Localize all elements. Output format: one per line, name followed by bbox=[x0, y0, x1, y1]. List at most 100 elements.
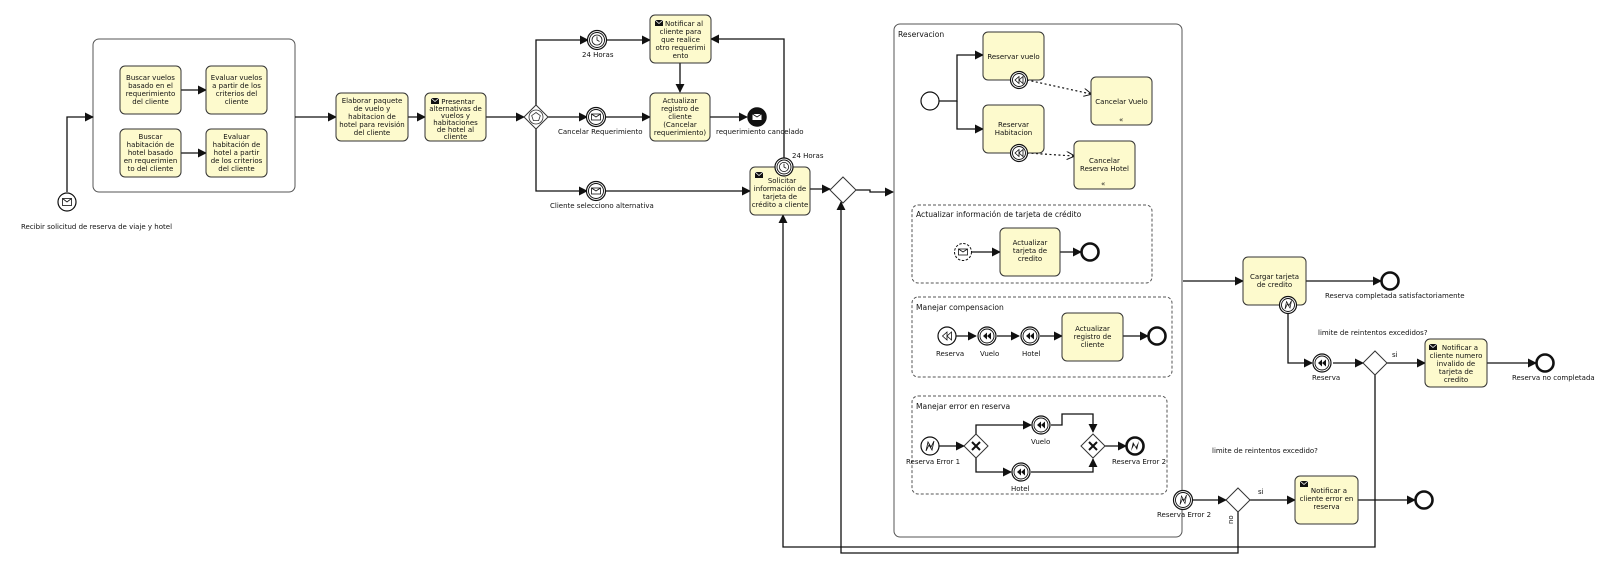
rewind-icon bbox=[1037, 421, 1045, 429]
svg-text:Cancelar Vuelo: Cancelar Vuelo bbox=[1095, 98, 1147, 106]
envelope-icon bbox=[654, 19, 664, 26]
envelope-icon bbox=[1299, 480, 1309, 487]
event-based-gateway[interactable] bbox=[523, 104, 549, 130]
compensation-boundary-vuelo[interactable] bbox=[1009, 70, 1029, 90]
comp-label-hotel: Hotel bbox=[1022, 350, 1041, 358]
rewind-icon bbox=[1026, 332, 1034, 340]
task-cancelar-vuelo[interactable]: Cancelar Vuelo « bbox=[1090, 76, 1153, 126]
error-start-event[interactable] bbox=[920, 436, 940, 456]
flow-error-vuelo-to-gw bbox=[1051, 413, 1098, 433]
retry-top-annotation: limite de reintentos excedidos? bbox=[1318, 329, 1428, 337]
error-boundary-cargar[interactable] bbox=[1278, 295, 1298, 315]
reservacion-subprocess-title: Reservacion bbox=[898, 30, 944, 39]
end-event-error-notified[interactable] bbox=[1414, 490, 1434, 510]
rewind-icon bbox=[1318, 359, 1326, 367]
envelope-icon bbox=[754, 171, 764, 178]
rewind-icon bbox=[1014, 75, 1024, 85]
compensation-throw-hotel[interactable] bbox=[1020, 326, 1040, 346]
x-marker-icon bbox=[971, 441, 981, 451]
lightning-icon bbox=[1131, 441, 1139, 451]
exclusive-gateway-retry-top[interactable] bbox=[1362, 350, 1388, 376]
compensation-throw-error-hotel[interactable] bbox=[1011, 462, 1031, 482]
assoc-vuelo-to-cancelar bbox=[1026, 79, 1091, 94]
exclusive-gateway-retry-bottom[interactable] bbox=[1225, 487, 1251, 513]
event-subprocess-tarjeta[interactable] bbox=[911, 204, 1153, 284]
flow-error-gw-to-hotel bbox=[975, 458, 1012, 477]
flow-gateway-to-alt-msg bbox=[535, 129, 588, 196]
message-catch-event-alternative[interactable] bbox=[585, 180, 607, 202]
event-subprocess-compensacion[interactable] bbox=[911, 296, 1173, 378]
error-start-label: Reserva Error 1 bbox=[906, 458, 960, 466]
compensation-start-event[interactable] bbox=[937, 326, 957, 346]
timer-credit-label: 24 Horas bbox=[792, 152, 824, 160]
start-event-reservacion[interactable] bbox=[920, 91, 940, 111]
start-event-label: Recibir solicitud de reserva de viaje y … bbox=[21, 223, 172, 231]
exclusive-gateway-error-join[interactable] bbox=[1080, 433, 1106, 459]
flow-timer-credit-to-notificar bbox=[710, 34, 785, 158]
end-event-not-completed[interactable] bbox=[1535, 353, 1555, 373]
compensation-throw-vuelo[interactable] bbox=[977, 326, 997, 346]
flow-start-to-search bbox=[66, 112, 94, 192]
compensation-throw-error-vuelo[interactable] bbox=[1031, 415, 1051, 435]
exclusive-gateway-merge[interactable] bbox=[829, 176, 857, 204]
compensation-boundary-habitacion[interactable] bbox=[1009, 143, 1029, 163]
envelope-icon bbox=[591, 187, 601, 195]
success-end-label: Reserva completada satisfactoriamente bbox=[1325, 292, 1465, 300]
rewind-icon bbox=[983, 332, 991, 340]
envelope-icon bbox=[752, 113, 762, 120]
timer-catch-event-top[interactable] bbox=[586, 29, 608, 51]
compensation-throw-reserva[interactable] bbox=[1312, 353, 1332, 373]
event-subprocess-error[interactable] bbox=[911, 395, 1168, 495]
clock-icon bbox=[591, 34, 603, 46]
retry-bottom-annotation: limite de reintentos excedido? bbox=[1212, 447, 1318, 455]
flow-retry-gw-no-loop bbox=[778, 214, 1376, 548]
envelope-icon bbox=[958, 248, 968, 256]
envelope-icon bbox=[430, 97, 440, 104]
flow-error-boundary-to-comp bbox=[1287, 314, 1313, 368]
x-marker-icon bbox=[1088, 441, 1098, 451]
req-cancelled-label: requerimiento cancelado bbox=[716, 128, 804, 136]
error-vuelo-label: Vuelo bbox=[1031, 438, 1050, 446]
error-boundary-reservacion[interactable] bbox=[1172, 489, 1194, 511]
lightning-icon bbox=[925, 440, 935, 452]
end-event-tarjeta[interactable] bbox=[1080, 242, 1100, 262]
timer-top-label: 24 Horas bbox=[582, 51, 614, 59]
start-message-event[interactable] bbox=[57, 192, 77, 212]
error-end-label: Reserva Error 2 bbox=[1112, 458, 1166, 466]
message-end-event-cancelled[interactable] bbox=[747, 107, 767, 127]
error-end-event[interactable] bbox=[1125, 436, 1145, 456]
si-bottom-label: si bbox=[1258, 488, 1264, 496]
rewind-icon bbox=[1014, 148, 1024, 158]
timer-boundary-event-credit[interactable] bbox=[774, 157, 794, 177]
lightning-icon bbox=[1284, 300, 1292, 310]
message-catch-event-cancel[interactable] bbox=[585, 106, 607, 128]
end-event-compensacion[interactable] bbox=[1147, 326, 1167, 346]
exclusive-gateway-error-split[interactable] bbox=[963, 433, 989, 459]
end-event-success[interactable] bbox=[1380, 271, 1400, 291]
message-start-event-noninterrupting[interactable] bbox=[954, 243, 972, 261]
